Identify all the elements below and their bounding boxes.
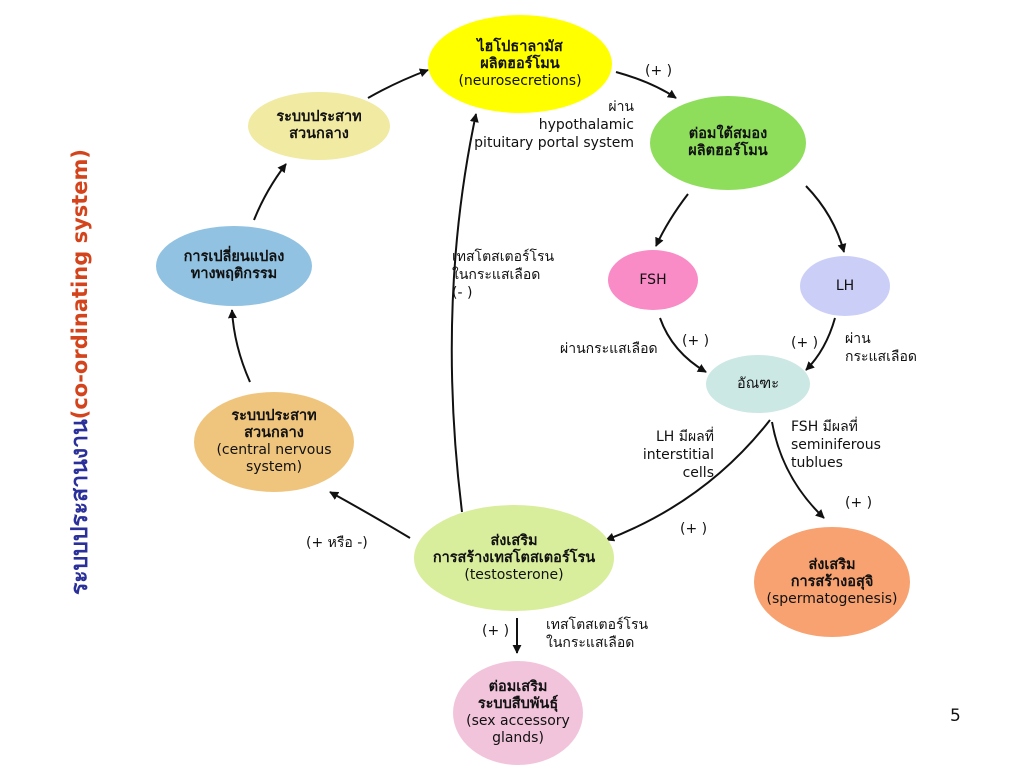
arrow-hypothalamus-to-pituitary bbox=[615, 71, 677, 99]
accessory-line3: (sex accessory bbox=[466, 713, 570, 729]
lh-effect-line3: cells bbox=[682, 465, 714, 481]
accessory-label-line1: เทสโตสเตอร์โรน bbox=[546, 617, 649, 633]
lh-effect-line1: LH มีผลที่ bbox=[655, 429, 714, 445]
node-behavior: การเปลี่ยนแปลง ทางพฤติกรรม bbox=[156, 226, 312, 306]
lh-label: LH bbox=[835, 277, 855, 294]
title-thai: ระบบประสานงาน bbox=[67, 419, 93, 596]
node-testis: อัณฑะ bbox=[706, 355, 810, 413]
behavior-line1: การเปลี่ยนแปลง bbox=[183, 249, 285, 265]
testis-label: อัณฑะ bbox=[737, 375, 779, 392]
cns-lower-line1: ระบบประสาท bbox=[231, 408, 317, 424]
spermatogenesis-line3: (spermatogenesis) bbox=[766, 590, 898, 607]
arrow-testis-to-spermatogenesis bbox=[771, 421, 825, 519]
label-lh-effect: LH มีผลที่ interstitial cells bbox=[643, 428, 714, 482]
label-accessory-sign: (+ ) bbox=[482, 623, 510, 639]
cns-upper-line2: สวนกลาง bbox=[289, 126, 349, 142]
hypothalamus-line1: ไฮโปธาลามัส bbox=[477, 38, 563, 55]
arrow-pituitary-to-fsh bbox=[655, 193, 689, 247]
label-fsh-effect: FSH มีผลที่ seminiferous tublues bbox=[791, 418, 881, 472]
arrow-cns-to-behavior bbox=[227, 309, 251, 383]
arrow-fsh-to-testis bbox=[659, 317, 707, 373]
vertical-title: ระบบประสานงาน(co-ordinating system) bbox=[62, 149, 98, 595]
node-hypothalamus: ไฮโปธาลามัส ผลิตฮอร์โมน (neurosecretions… bbox=[428, 15, 612, 113]
node-lh: LH bbox=[800, 256, 890, 316]
label-portal-system: ผ่าน hypothalamic pituitary portal syste… bbox=[474, 98, 634, 152]
testosterone-line1: ส่งเสริม bbox=[490, 532, 538, 549]
behavior-line2: ทางพฤติกรรม bbox=[190, 266, 278, 282]
node-cns-upper: ระบบประสาท สวนกลาง bbox=[248, 92, 390, 160]
lh-blood-line2: กระแสเลือด bbox=[845, 349, 917, 365]
label-accessory: เทสโตสเตอร์โรน ในกระแสเลือด bbox=[546, 616, 648, 652]
lh-blood-line1: ผ่าน bbox=[845, 331, 871, 347]
accessory-label-line2: ในกระแสเลือด bbox=[546, 635, 635, 651]
arrow-lh-to-testis bbox=[805, 317, 836, 371]
node-spermatogenesis: ส่งเสริม การสร้างอสุจิ (spermatogenesis) bbox=[754, 527, 910, 637]
node-fsh: FSH bbox=[608, 250, 698, 310]
pituitary-line1: ต่อมใต้สมอง bbox=[688, 126, 768, 142]
feedback-line1: เทสโตสเตอร์โรน bbox=[452, 249, 555, 265]
portal-line2: hypothalamic bbox=[538, 117, 634, 133]
arrow-behavior-to-cns-upper bbox=[253, 163, 287, 221]
page-number: 5 bbox=[950, 706, 961, 726]
fsh-effect-line2: seminiferous bbox=[791, 437, 881, 453]
arrow-testosterone-to-cns bbox=[329, 491, 411, 539]
label-lh-blood: ผ่าน กระแสเลือด bbox=[845, 330, 917, 366]
node-pituitary: ต่อมใต้สมอง ผลิตฮอร์โมน bbox=[650, 96, 806, 190]
title-open-paren: ( bbox=[68, 409, 92, 420]
label-fsh-blood: ผ่านกระแสเลือด bbox=[560, 341, 658, 357]
cns-lower-line3: (central nervous bbox=[216, 442, 332, 458]
arrow-testosterone-feedback bbox=[450, 113, 479, 513]
fsh-effect-line3: tublues bbox=[791, 455, 843, 471]
hypothalamus-line3: (neurosecretions) bbox=[458, 72, 582, 89]
portal-line3: pituitary portal system bbox=[474, 135, 634, 151]
label-fsh-sign: (+ ) bbox=[682, 333, 710, 349]
node-cns-lower: ระบบประสาท สวนกลาง (central nervous syst… bbox=[194, 392, 354, 492]
spermatogenesis-line2: การสร้างอสุจิ bbox=[790, 573, 874, 590]
spermatogenesis-line1: ส่งเสริม bbox=[808, 556, 856, 573]
cns-lower-line4: system) bbox=[245, 459, 303, 475]
label-fsh-effect-sign: (+ ) bbox=[845, 495, 873, 511]
label-to-cns-sign: (+ หรือ -) bbox=[306, 535, 368, 551]
label-feedback: เทสโตสเตอร์โรน ในกระแสเลือด (- ) bbox=[452, 248, 554, 302]
testosterone-line3: (testosterone) bbox=[464, 566, 564, 583]
accessory-line1: ต่อมเสริม bbox=[488, 679, 548, 695]
label-lh-sign: (+ ) bbox=[791, 335, 819, 351]
node-accessory-glands: ต่อมเสริม ระบบสืบพันธุ์ (sex accessory g… bbox=[453, 661, 583, 765]
portal-line1: ผ่าน bbox=[608, 99, 634, 115]
lh-effect-line2: interstitial bbox=[642, 447, 714, 463]
cns-lower-line2: สวนกลาง bbox=[244, 425, 304, 441]
fsh-label: FSH bbox=[639, 271, 667, 288]
testosterone-line2: การสร้างเทสโตสเตอร์โรน bbox=[432, 549, 596, 566]
title-english: co-ordinating system bbox=[68, 158, 92, 410]
feedback-line3: (- ) bbox=[452, 285, 473, 301]
accessory-line4: glands) bbox=[492, 730, 544, 746]
title-close-paren: ) bbox=[68, 148, 92, 159]
hypothalamus-line2: ผลิตฮอร์โมน bbox=[480, 55, 560, 72]
arrow-cns-upper-to-hypothalamus bbox=[367, 68, 429, 99]
label-hypo-pit-sign: (+ ) bbox=[645, 63, 673, 79]
fsh-effect-line1: FSH มีผลที่ bbox=[791, 419, 858, 435]
cns-upper-line1: ระบบประสาท bbox=[276, 109, 362, 125]
arrow-testis-to-testosterone bbox=[605, 419, 771, 542]
feedback-line2: ในกระแสเลือด bbox=[452, 267, 541, 283]
accessory-line2: ระบบสืบพันธุ์ bbox=[477, 696, 559, 712]
pituitary-line2: ผลิตฮอร์โมน bbox=[688, 143, 768, 159]
node-testosterone: ส่งเสริม การสร้างเทสโตสเตอร์โรน (testost… bbox=[414, 505, 614, 611]
label-lh-effect-sign: (+ ) bbox=[680, 521, 708, 537]
arrow-pituitary-to-lh bbox=[805, 185, 847, 253]
